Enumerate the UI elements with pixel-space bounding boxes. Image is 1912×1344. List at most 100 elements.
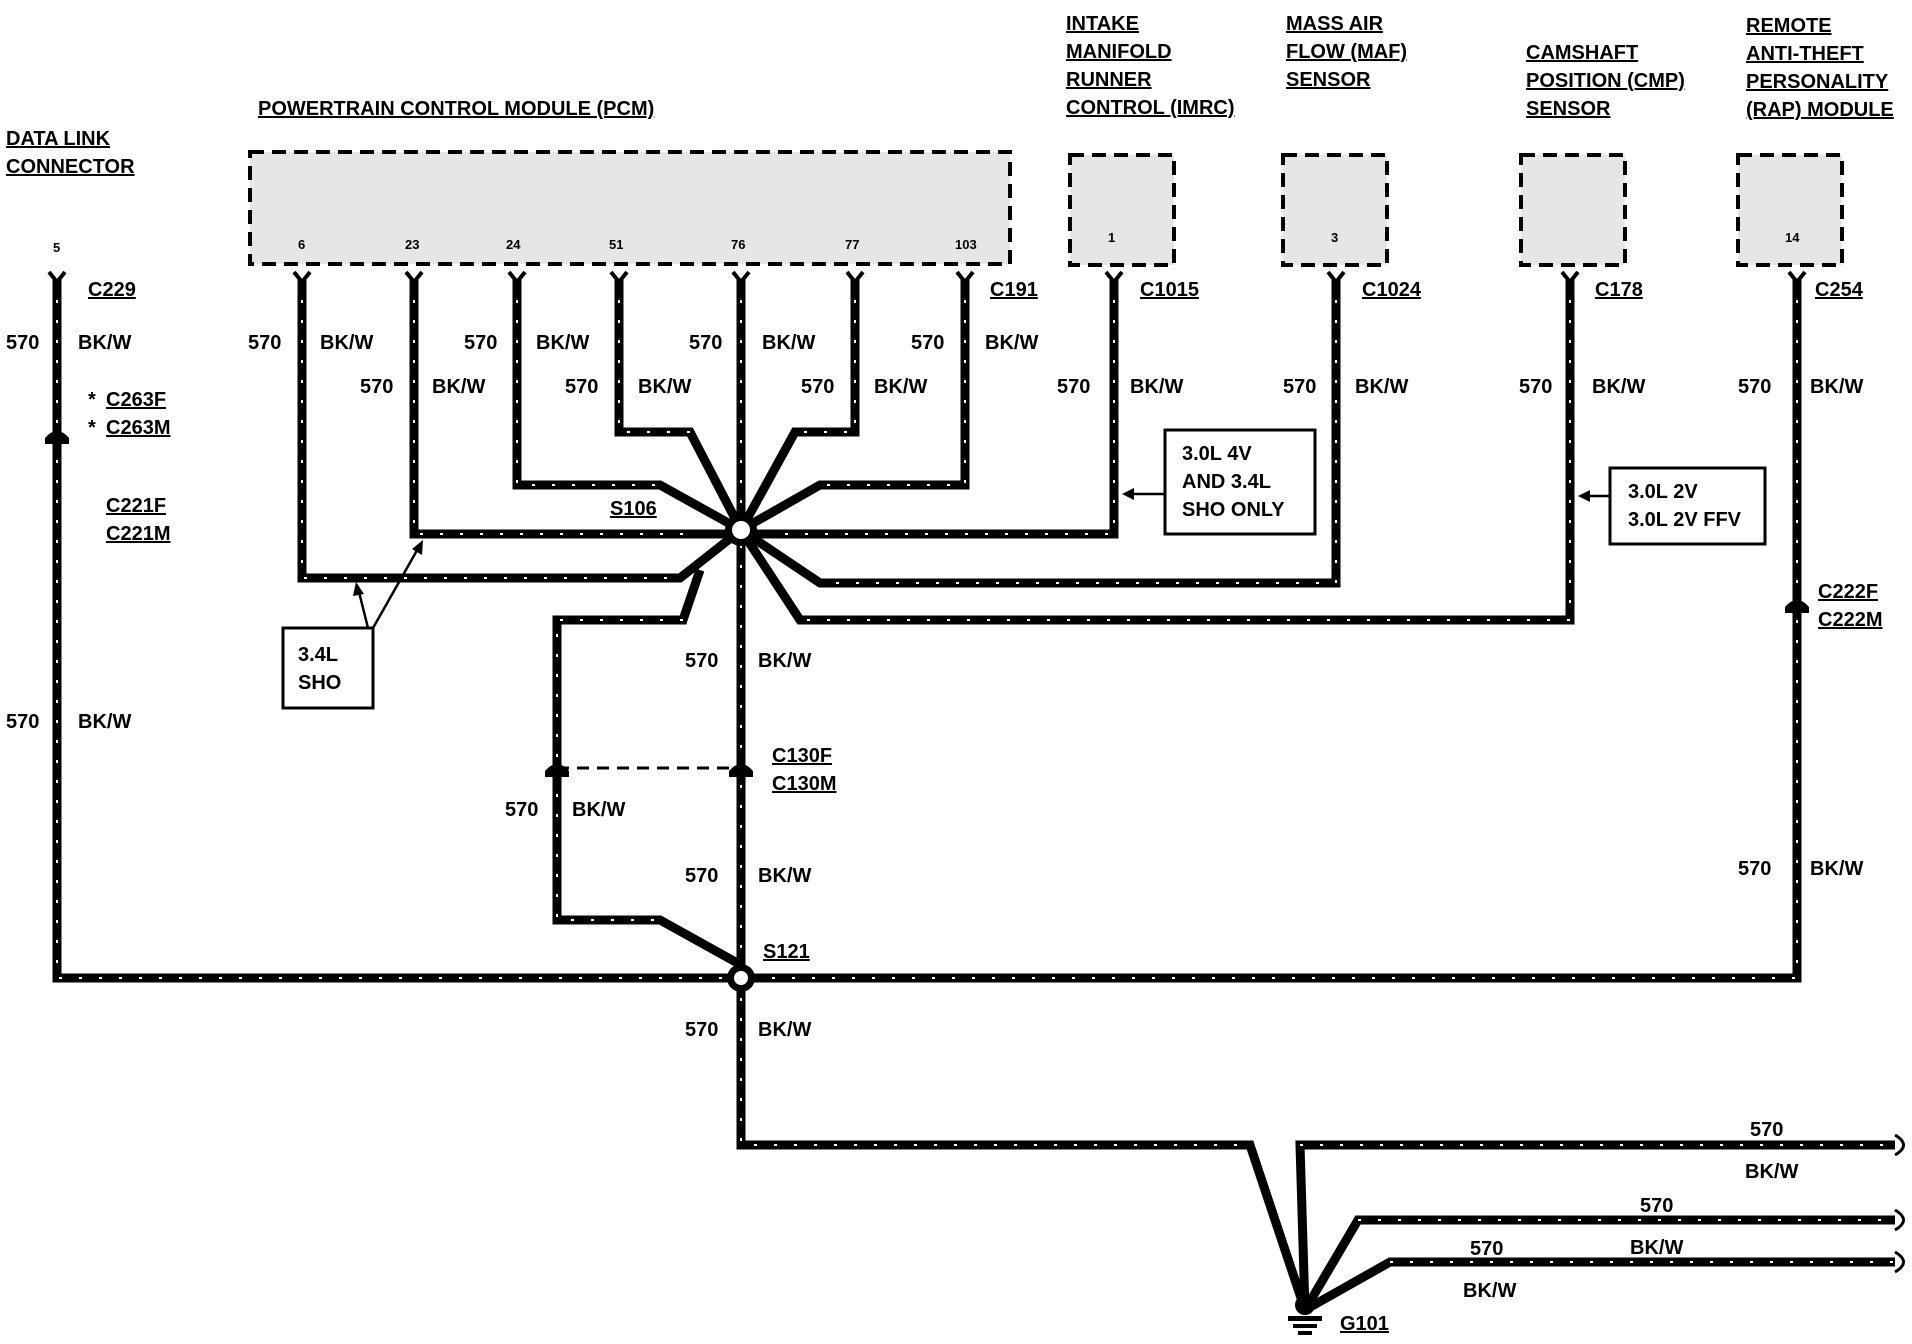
imrc-title-line2: MANIFOLD [1066,41,1172,63]
cmp-note-box [1608,466,1767,546]
c130-left-mark [545,764,569,777]
dlc-title-line2: CONNECTOR [6,156,135,178]
ground-icon [1288,1295,1322,1335]
dlc-title-line1: DATA LINK [6,128,111,150]
color-label: BK/W [1355,376,1408,398]
terminal-pcm-6 [292,270,312,286]
wire-stripe-51 [618,280,690,433]
connector-c221m: C221M [106,523,170,545]
terminal-imrc [1104,270,1124,286]
wire-cmp [737,280,1575,625]
connector-c130m: C130M [772,773,836,795]
s106-splice-inner [732,521,750,539]
color-label: BK/W [758,865,811,887]
connector-c178: C178 [1595,279,1643,301]
connector-c191: C191 [990,279,1038,301]
wire-stripe-rap [741,280,1798,979]
connector-c254: C254 [1815,279,1864,301]
terminal-pcm-51 [609,270,629,286]
inline-connector-marks [45,431,1809,777]
color-label: BK/W [1810,858,1863,880]
rap-title-line4: (RAP) MODULE [1746,99,1894,121]
connector-c263f: C263F [106,389,166,411]
pcm-pin-77: 77 [845,237,859,252]
color-label: BK/W [536,332,589,354]
dlc-pin: 5 [53,240,60,255]
s121-splice-inner [734,971,748,985]
circuit-label: 570 [685,650,718,672]
maf-title-line2: FLOW (MAF) [1286,41,1407,63]
cmp-title-line1: CAMSHAFT [1526,42,1638,64]
circuit-label: 570 [1057,376,1090,398]
terminal-dlc [47,270,67,286]
maf-box [1281,153,1389,267]
pcm-box [248,150,1012,266]
terminal-pcm-24 [507,270,527,286]
rap-title-line2: ANTI-THEFT [1746,43,1864,65]
splice-s106-label: S106 [610,498,657,520]
color-label: BK/W [320,332,373,354]
c263f-marker: * [88,389,96,411]
pcm-pin-76: 76 [731,237,745,252]
cmp-note-line1: 3.0L 2V [1628,481,1698,503]
connector-c130f: C130F [772,745,832,767]
imrc-note-box [1163,428,1317,536]
wire-stripe-23 [413,280,700,535]
color-label: BK/W [572,799,625,821]
wire-stripe-cmp [800,280,1571,621]
cmp-title-line2: POSITION (CMP) [1526,70,1685,92]
imrc-title-line3: RUNNER [1066,69,1152,91]
circuit-label: 570 [1519,376,1552,398]
maf-title-line3: SENSOR [1286,69,1371,91]
color-label: BK/W [1463,1280,1516,1302]
cmp-note-line2: 3.0L 2V FFV [1628,509,1742,531]
circuit-label: 570 [1738,858,1771,880]
pcm-title: POWERTRAIN CONTROL MODULE (PCM) [258,98,654,120]
c130-right-mark [729,764,753,777]
wire-pcm-23 [409,280,741,539]
color-label: BK/W [985,332,1038,354]
circuit-label: 570 [248,332,281,354]
pcm-pin-103: 103 [955,237,977,252]
ground-g101-label: G101 [1340,1313,1389,1335]
wire-labels: 570 BK/W 570 BK/W 570 BK/W 570 BK/W 570 … [6,332,1863,1302]
c263m-marker: * [88,417,96,439]
circuit-label: 570 [1750,1119,1783,1141]
wire-stripe-maf [820,280,1337,584]
wire-harness [52,280,1895,1314]
circuit-label: 570 [1283,376,1316,398]
imrc-title-line4: CONTROL (IMRC) [1066,97,1235,119]
wire-stripe-imrc [780,280,1115,535]
circuit-label: 570 [685,1019,718,1041]
wire-ground-branch-1 [1295,1140,1895,1311]
color-label: BK/W [1745,1161,1798,1183]
connector-c222m: C222M [1818,609,1882,631]
rap-title-line3: PERSONALITY [1746,71,1889,93]
connector-c263m: C263M [106,417,170,439]
color-label: BK/W [1630,1237,1683,1259]
wire-ground-branch-3 [1302,1257,1895,1314]
color-label: BK/W [1592,376,1645,398]
color-label: BK/W [432,376,485,398]
maf-pin: 3 [1331,230,1338,245]
color-label: BK/W [78,332,131,354]
connector-c1015: C1015 [1140,279,1199,301]
c222-mark [1785,600,1809,613]
cmp-box [1519,153,1627,267]
circuit-label: 570 [6,332,39,354]
connector-c229: C229 [88,279,136,301]
circuit-label: 570 [911,332,944,354]
pcm-pin-6: 6 [298,237,305,252]
wire-stripe-103 [820,280,966,486]
wire-pcm-24 [512,280,744,534]
wire-pcm-6 [297,280,744,583]
terminal-pcm-23 [404,270,424,286]
imrc-title-line1: INTAKE [1066,13,1139,35]
sho-note-box [281,626,375,710]
terminal-cmp [1560,270,1580,286]
terminal-pcm-76 [731,270,751,286]
terminal-maf [1326,270,1346,286]
color-label: BK/W [78,711,131,733]
note-arrows [353,488,1610,629]
